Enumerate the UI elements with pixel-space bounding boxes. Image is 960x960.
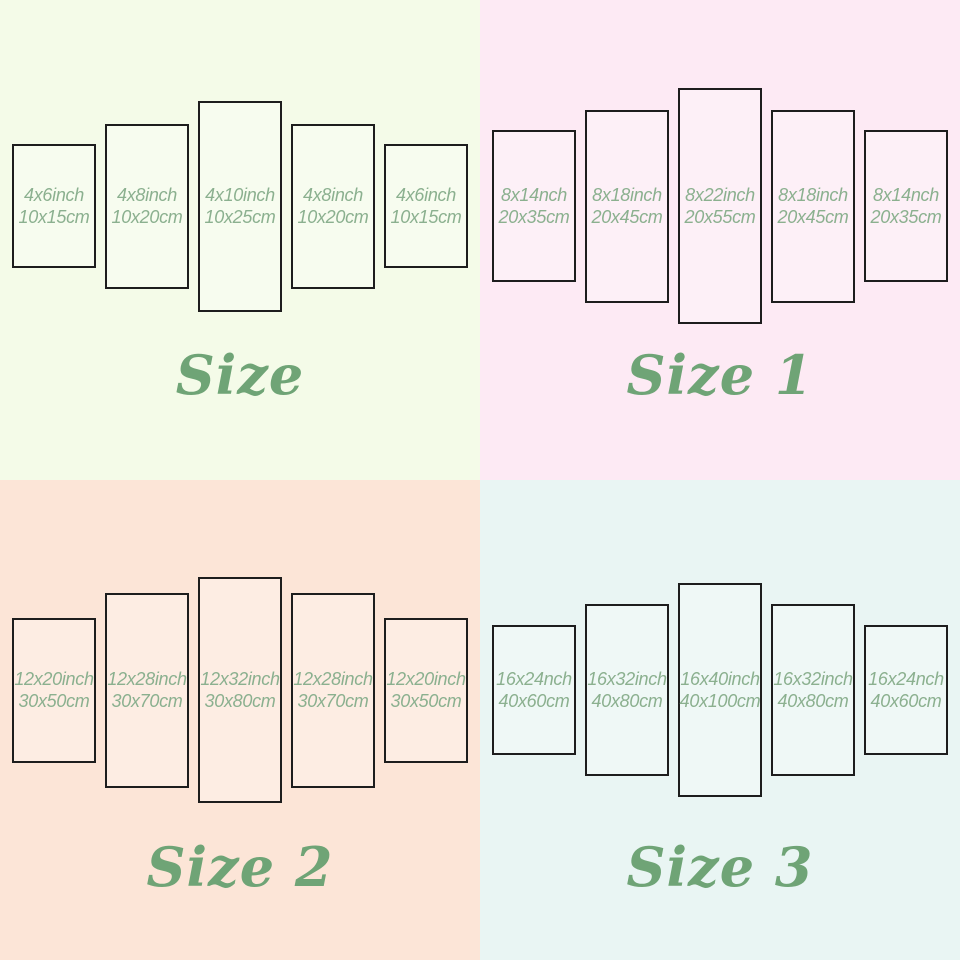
panel-label-inch: 16x32inch (773, 669, 853, 689)
panel-label-inch: 12x28inch (293, 669, 373, 689)
panel-label-cm: 10x20cm (111, 207, 183, 227)
quadrant-size-3: 16x24nch 40x60cm 16x32inch 40x80cm 16x40… (480, 480, 960, 960)
canvas-panel: 12x20inch 30x50cm (12, 617, 96, 763)
panel-group: 4x6inch 10x15cm 4x8inch 10x20cm 4x10inch… (0, 0, 480, 412)
panel-label-cm: 30x70cm (111, 691, 183, 711)
panel-label-cm: 20x45cm (777, 207, 849, 227)
canvas-panel: 4x10inch 10x25cm (198, 100, 282, 312)
panel-label-inch: 4x6inch (396, 185, 456, 205)
canvas-panel: 4x6inch 10x15cm (12, 144, 96, 268)
panel-label-inch: 8x14nch (873, 185, 939, 205)
panel-label-inch: 16x32inch (587, 669, 667, 689)
panel-label-inch: 12x20inch (386, 669, 466, 689)
canvas-panel: 16x32inch 40x80cm (585, 604, 669, 776)
canvas-panel: 12x20inch 30x50cm (384, 617, 468, 763)
panel-label-inch: 4x10inch (205, 185, 275, 205)
panel-label-cm: 10x15cm (18, 207, 90, 227)
panel-label-cm: 30x70cm (297, 691, 369, 711)
panel-label-cm: 20x35cm (498, 207, 570, 227)
panel-label-cm: 30x50cm (390, 691, 462, 711)
panel-label-inch: 12x28inch (107, 669, 187, 689)
panel-label-cm: 40x100cm (679, 691, 761, 711)
panel-group: 8x14nch 20x35cm 8x18inch 20x45cm 8x22inc… (480, 0, 960, 412)
panel-label-cm: 40x80cm (777, 691, 849, 711)
quadrant-size-1: 8x14nch 20x35cm 8x18inch 20x45cm 8x22inc… (480, 0, 960, 480)
canvas-panel: 8x14nch 20x35cm (492, 130, 576, 282)
canvas-panel: 16x32inch 40x80cm (771, 604, 855, 776)
panel-label-cm: 10x25cm (204, 207, 276, 227)
panel-group: 16x24nch 40x60cm 16x32inch 40x80cm 16x40… (480, 480, 960, 900)
panel-label-inch: 4x8inch (303, 185, 363, 205)
panel-label-cm: 20x55cm (684, 207, 756, 227)
panel-label-inch: 8x18inch (592, 185, 662, 205)
section-title: Size 2 (146, 835, 334, 899)
quadrant-size-2: 12x20inch 30x50cm 12x28inch 30x70cm 12x3… (0, 480, 480, 960)
panel-label-inch: 16x24nch (868, 669, 944, 689)
canvas-panel: 8x22inch 20x55cm (678, 88, 762, 324)
panel-label-inch: 4x8inch (117, 185, 177, 205)
panel-label-inch: 8x22inch (685, 185, 755, 205)
panel-label-cm: 10x20cm (297, 207, 369, 227)
panel-label-cm: 30x50cm (18, 691, 90, 711)
panel-group: 12x20inch 30x50cm 12x28inch 30x70cm 12x3… (0, 480, 480, 900)
canvas-panel: 16x24nch 40x60cm (492, 625, 576, 755)
canvas-panel: 8x18inch 20x45cm (585, 109, 669, 303)
panel-label-inch: 12x20inch (14, 669, 94, 689)
canvas-panel: 12x32inch 30x80cm (198, 577, 282, 803)
canvas-panel: 4x8inch 10x20cm (291, 123, 375, 289)
panel-label-inch: 12x32inch (200, 669, 280, 689)
section-title: Size 3 (626, 835, 814, 899)
canvas-panel: 16x40inch 40x100cm (678, 583, 762, 797)
section-title: Size 1 (626, 343, 814, 407)
panel-label-cm: 40x60cm (870, 691, 942, 711)
canvas-panel: 8x18inch 20x45cm (771, 109, 855, 303)
panel-label-cm: 20x35cm (870, 207, 942, 227)
section-title: Size (175, 343, 305, 407)
canvas-panel: 16x24nch 40x60cm (864, 625, 948, 755)
panel-label-inch: 4x6inch (24, 185, 84, 205)
panel-label-cm: 30x80cm (204, 691, 276, 711)
panel-label-cm: 10x15cm (390, 207, 462, 227)
canvas-panel: 12x28inch 30x70cm (291, 592, 375, 788)
panel-label-inch: 8x18inch (778, 185, 848, 205)
panel-label-cm: 20x45cm (591, 207, 663, 227)
canvas-panel: 4x6inch 10x15cm (384, 144, 468, 268)
panel-label-inch: 16x40inch (680, 669, 760, 689)
panel-label-cm: 40x80cm (591, 691, 663, 711)
quadrant-size: 4x6inch 10x15cm 4x8inch 10x20cm 4x10inch… (0, 0, 480, 480)
panel-label-cm: 40x60cm (498, 691, 570, 711)
canvas-panel: 12x28inch 30x70cm (105, 592, 189, 788)
panel-label-inch: 8x14nch (501, 185, 567, 205)
canvas-panel: 8x14nch 20x35cm (864, 130, 948, 282)
panel-label-inch: 16x24nch (496, 669, 572, 689)
canvas-panel: 4x8inch 10x20cm (105, 123, 189, 289)
